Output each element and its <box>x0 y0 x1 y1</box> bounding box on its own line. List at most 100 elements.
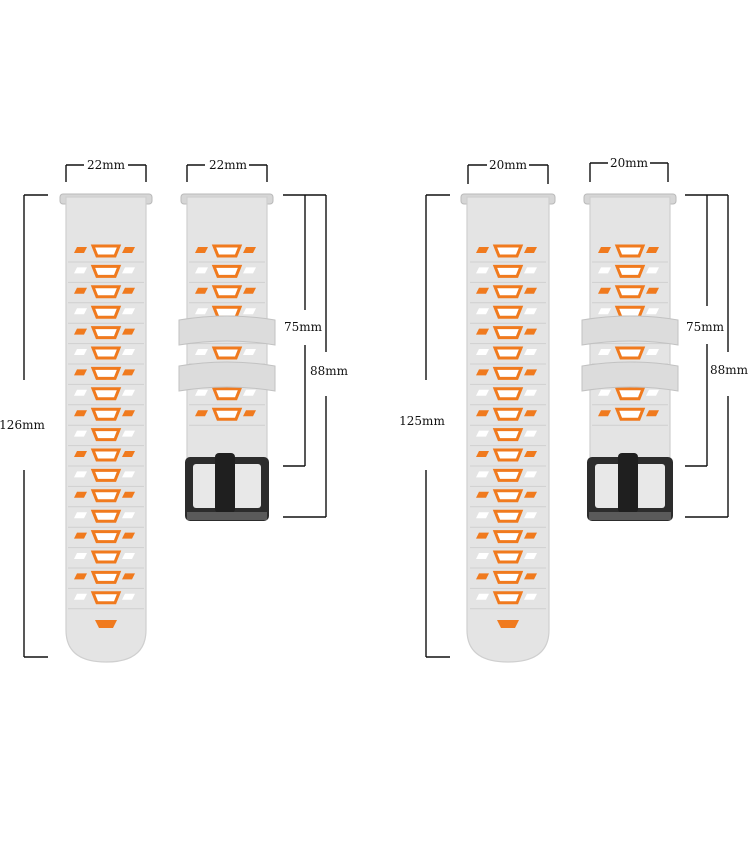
strap-side-mark <box>122 389 135 396</box>
strap-hole <box>90 264 122 278</box>
strap-side-mark <box>476 308 489 315</box>
strap-hole <box>211 346 243 360</box>
strap-side-mark <box>74 410 87 417</box>
strap-hole <box>90 285 122 299</box>
strap-side-mark <box>122 593 135 600</box>
strap-hole <box>614 285 646 299</box>
strap-side-mark <box>74 430 87 437</box>
strap-hole <box>492 591 524 605</box>
strap-hole <box>492 264 524 278</box>
strap-side-mark <box>524 349 537 355</box>
right-long-width-label: 20mm <box>489 158 528 172</box>
strap-side-mark <box>195 287 208 294</box>
strap-side-mark <box>598 349 611 355</box>
strap-side-mark <box>243 410 256 417</box>
left-band-set: 22mm 22mm 126mm 75mm <box>0 158 349 663</box>
strap-side-mark <box>122 451 135 457</box>
left-short-length-dimension-b <box>283 194 327 518</box>
strap-hole <box>90 346 122 360</box>
right-long-length-dimension <box>425 194 450 658</box>
strap-side-mark <box>476 451 489 457</box>
strap-hole <box>90 489 122 503</box>
strap-hole <box>211 264 243 278</box>
strap-side-mark <box>524 389 537 396</box>
left-keeper-loop-1 <box>178 315 276 346</box>
strap-side-mark <box>74 491 87 498</box>
strap-hole <box>492 326 524 340</box>
right-short-length-label-a: 75mm <box>686 320 725 334</box>
right-long-strap <box>460 193 556 663</box>
strap-side-mark <box>524 308 537 315</box>
strap-side-mark <box>122 553 135 559</box>
strap-hole <box>492 346 524 360</box>
right-short-width-dimension <box>589 162 669 182</box>
strap-side-mark <box>524 553 537 559</box>
strap-side-mark <box>195 247 208 253</box>
strap-hole <box>90 428 122 442</box>
strap-hole <box>492 285 524 299</box>
strap-side-mark <box>476 389 489 396</box>
strap-side-mark <box>122 410 135 417</box>
strap-side-mark <box>646 410 659 417</box>
strap-side-mark <box>74 287 87 294</box>
strap-side-mark <box>122 430 135 437</box>
strap-hole <box>492 570 524 584</box>
strap-side-mark <box>476 328 489 335</box>
strap-side-mark <box>243 287 256 294</box>
strap-side-mark <box>524 532 537 539</box>
strap-side-mark <box>598 287 611 294</box>
right-buckle <box>587 453 673 521</box>
left-long-length-label: 126mm <box>0 418 45 432</box>
strap-side-mark <box>476 491 489 498</box>
strap-side-mark <box>122 349 135 355</box>
left-short-length-label-a: 75mm <box>284 320 323 334</box>
strap-hole <box>90 570 122 584</box>
strap-side-mark <box>476 287 489 294</box>
strap-side-mark <box>74 308 87 315</box>
strap-hole <box>492 407 524 421</box>
strap-hole <box>211 244 243 258</box>
strap-side-mark <box>122 491 135 498</box>
left-long-width-label: 22mm <box>87 158 126 172</box>
left-long-strap <box>59 193 153 663</box>
strap-hole <box>90 244 122 258</box>
right-short-length-label-b: 88mm <box>710 363 749 377</box>
strap-hole <box>90 366 122 380</box>
left-short-length-label-b: 88mm <box>310 364 349 378</box>
strap-side-mark <box>243 267 256 274</box>
strap-side-mark <box>243 247 256 253</box>
strap-hole <box>492 387 524 401</box>
strap-hole <box>492 305 524 319</box>
strap-side-mark <box>243 389 256 396</box>
left-short-width-label: 22mm <box>209 158 248 172</box>
strap-hole <box>90 550 122 564</box>
strap-side-mark <box>476 247 489 253</box>
strap-side-mark <box>646 389 659 396</box>
right-band-set: 20mm 20mm 125mm 75mm <box>399 156 749 663</box>
strap-side-mark <box>524 512 537 519</box>
strap-hole <box>90 448 122 462</box>
strap-hole <box>90 387 122 401</box>
strap-side-mark <box>646 267 659 274</box>
left-short-width-dimension <box>186 164 268 182</box>
strap-side-mark <box>122 247 135 253</box>
strap-hole <box>614 264 646 278</box>
strap-side-mark <box>74 267 87 274</box>
strap-hole <box>614 244 646 258</box>
strap-side-mark <box>598 308 611 315</box>
strap-side-mark <box>598 267 611 274</box>
strap-hole <box>211 387 243 401</box>
strap-hole <box>492 489 524 503</box>
right-long-strap-holes <box>470 244 546 610</box>
strap-side-mark <box>122 471 135 478</box>
strap-side-mark <box>524 451 537 457</box>
right-short-length-dimension-a <box>685 194 708 467</box>
left-long-width-dimension <box>65 164 147 182</box>
strap-hole <box>492 509 524 523</box>
strap-side-mark <box>646 287 659 294</box>
strap-side-mark <box>74 532 87 539</box>
right-short-length-dimension-b <box>685 194 729 518</box>
strap-side-mark <box>524 369 537 376</box>
left-long-length-dimension <box>23 194 48 658</box>
